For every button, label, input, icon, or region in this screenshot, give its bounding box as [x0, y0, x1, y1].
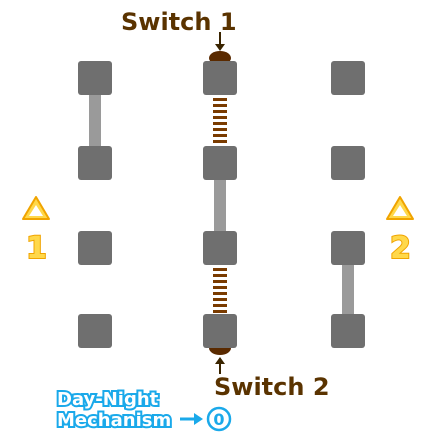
block-c1-r2[interactable]: [78, 146, 112, 180]
chain-link: [213, 134, 227, 137]
chain-link: [213, 304, 227, 307]
block-c1-r3[interactable]: [78, 231, 112, 265]
block-c3-r4[interactable]: [331, 314, 365, 348]
legend-line-1: Day-Night: [57, 389, 159, 410]
block-c2-r1[interactable]: [203, 61, 237, 95]
chain-link: [213, 116, 227, 119]
chain-top: [213, 98, 227, 143]
block-c1-r1[interactable]: [78, 61, 112, 95]
block-c2-r3[interactable]: [203, 231, 237, 265]
chain-link: [213, 140, 227, 143]
bar-right: [342, 258, 354, 328]
legend-line-2: Mechanism: [57, 410, 171, 431]
up-arrow-icon: [215, 357, 225, 374]
chain-link: [213, 298, 227, 301]
chain-link: [213, 104, 227, 107]
chain-link: [213, 292, 227, 295]
down-arrow-icon: [215, 32, 225, 51]
circle-zero-icon: 0: [206, 406, 232, 432]
switch-1-label: Switch 1: [121, 8, 237, 36]
chain-link: [213, 98, 227, 101]
chain-link: [213, 268, 227, 271]
bar-center: [214, 172, 226, 246]
chain-link: [213, 280, 227, 283]
switch-2-label: Switch 2: [214, 373, 330, 401]
chain-link: [213, 110, 227, 113]
chain-link: [213, 122, 227, 125]
warning-triangle-icon: [22, 196, 50, 220]
bar-left: [89, 88, 101, 158]
chain-link: [213, 274, 227, 277]
block-c1-r4[interactable]: [78, 314, 112, 348]
block-c3-r1[interactable]: [331, 61, 365, 95]
block-c3-r2[interactable]: [331, 146, 365, 180]
warning-triangle-icon: [386, 196, 414, 220]
side-number-left: 1: [26, 231, 47, 266]
chain-bottom: [213, 268, 227, 313]
block-c2-r4[interactable]: [203, 314, 237, 348]
chain-link: [213, 286, 227, 289]
block-c2-r2[interactable]: [203, 146, 237, 180]
block-c3-r3[interactable]: [331, 231, 365, 265]
legend-symbol: 0: [213, 410, 224, 429]
side-number-right: 2: [390, 231, 411, 266]
chain-link: [213, 128, 227, 131]
right-arrow-icon: [180, 413, 203, 425]
chain-link: [213, 310, 227, 313]
